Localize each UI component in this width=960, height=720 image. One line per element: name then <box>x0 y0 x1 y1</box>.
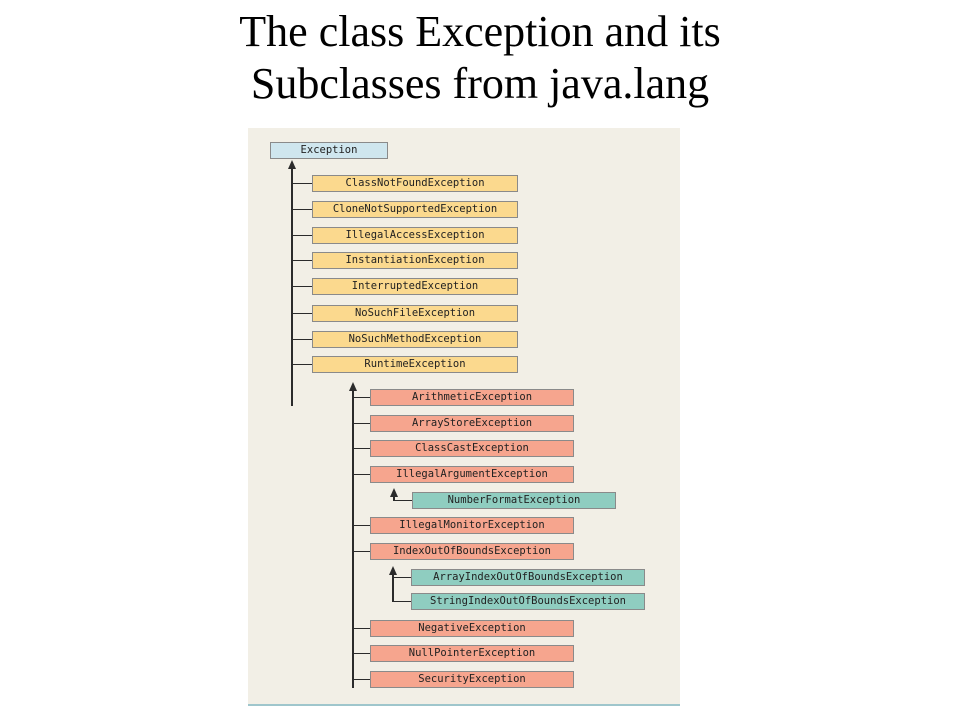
connector <box>353 397 370 398</box>
connector <box>353 551 370 552</box>
connector <box>393 577 411 578</box>
title-line-1: The class Exception and its <box>239 7 721 56</box>
node-negative: NegativeException <box>370 620 574 637</box>
connector <box>393 601 411 602</box>
connector <box>292 286 312 287</box>
node-interrupted: InterruptedException <box>312 278 518 295</box>
connector <box>353 653 370 654</box>
node-number-format: NumberFormatException <box>412 492 616 509</box>
node-string-index-out-of-bounds: StringIndexOutOfBoundsException <box>411 593 645 610</box>
trunk-index-out-of-bounds <box>392 574 394 602</box>
trunk-illegal-argument <box>393 496 395 501</box>
node-exception: Exception <box>270 142 388 159</box>
node-security: SecurityException <box>370 671 574 688</box>
arrow-illegal-argument <box>390 488 398 497</box>
node-class-not-found: ClassNotFoundException <box>312 175 518 192</box>
arrow-exception <box>288 160 296 169</box>
connector <box>292 364 312 365</box>
slide-title: The class Exception and its Subclasses f… <box>0 6 960 110</box>
node-no-such-file: NoSuchFileException <box>312 305 518 322</box>
connector <box>353 525 370 526</box>
node-clone-not-supported: CloneNotSupportedException <box>312 201 518 218</box>
node-illegal-monitor: IllegalMonitorException <box>370 517 574 534</box>
node-no-such-method: NoSuchMethodException <box>312 331 518 348</box>
connector <box>353 474 370 475</box>
connector <box>292 313 312 314</box>
node-array-index-out-of-bounds: ArrayIndexOutOfBoundsException <box>411 569 645 586</box>
connector <box>292 339 312 340</box>
node-illegal-access: IllegalAccessException <box>312 227 518 244</box>
trunk-runtime <box>352 390 354 688</box>
arrow-runtime <box>349 382 357 391</box>
node-array-store: ArrayStoreException <box>370 415 574 432</box>
exception-hierarchy-diagram: Exception ClassNotFoundException CloneNo… <box>248 128 680 706</box>
connector <box>394 500 412 501</box>
node-index-out-of-bounds: IndexOutOfBoundsException <box>370 543 574 560</box>
connector <box>353 448 370 449</box>
node-class-cast: ClassCastException <box>370 440 574 457</box>
connector <box>353 423 370 424</box>
node-null-pointer: NullPointerException <box>370 645 574 662</box>
trunk-exception <box>291 168 293 406</box>
connector <box>292 209 312 210</box>
title-line-2: Subclasses from java.lang <box>250 59 710 108</box>
connector <box>353 679 370 680</box>
connector <box>353 628 370 629</box>
node-runtime: RuntimeException <box>312 356 518 373</box>
connector <box>292 260 312 261</box>
arrow-index-out-of-bounds <box>389 566 397 575</box>
connector <box>292 235 312 236</box>
node-arithmetic: ArithmeticException <box>370 389 574 406</box>
node-illegal-argument: IllegalArgumentException <box>370 466 574 483</box>
connector <box>292 183 312 184</box>
node-instantiation: InstantiationException <box>312 252 518 269</box>
